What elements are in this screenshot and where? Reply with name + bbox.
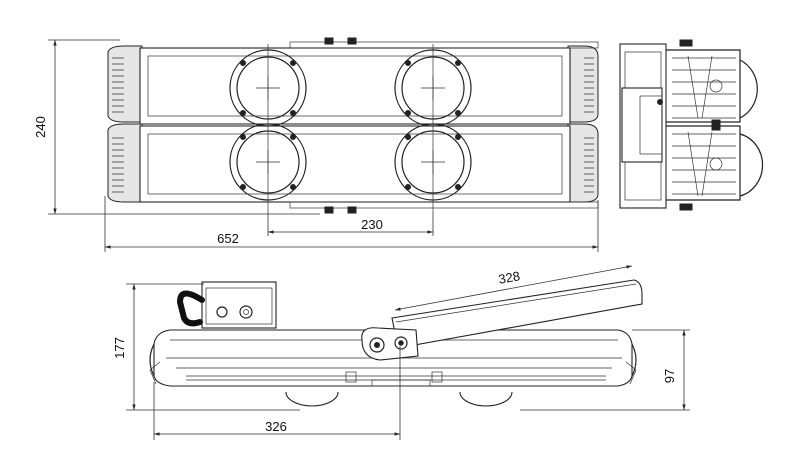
dim-label-97: 97 [662, 369, 677, 383]
dimension-652: 652 [104, 196, 599, 252]
dimension-240: 240 [33, 39, 320, 215]
dimension-230: 230 [267, 212, 434, 236]
lens-group [229, 44, 472, 212]
dim-label-326: 326 [265, 419, 287, 434]
dimension-97: 97 [520, 329, 690, 411]
dim-label-240: 240 [33, 116, 48, 138]
dim-label-230: 230 [361, 217, 383, 232]
side-view: 328 177 97 326 [112, 265, 690, 440]
top-view: 240 230 652 [33, 37, 599, 252]
end-view [619, 39, 764, 211]
dim-label-652: 652 [217, 231, 239, 246]
dim-label-328: 328 [497, 268, 521, 287]
dimension-326: 326 [153, 346, 401, 440]
dimension-328: 328 [394, 265, 633, 311]
dim-label-177: 177 [112, 337, 127, 359]
dimension-177: 177 [112, 283, 300, 411]
